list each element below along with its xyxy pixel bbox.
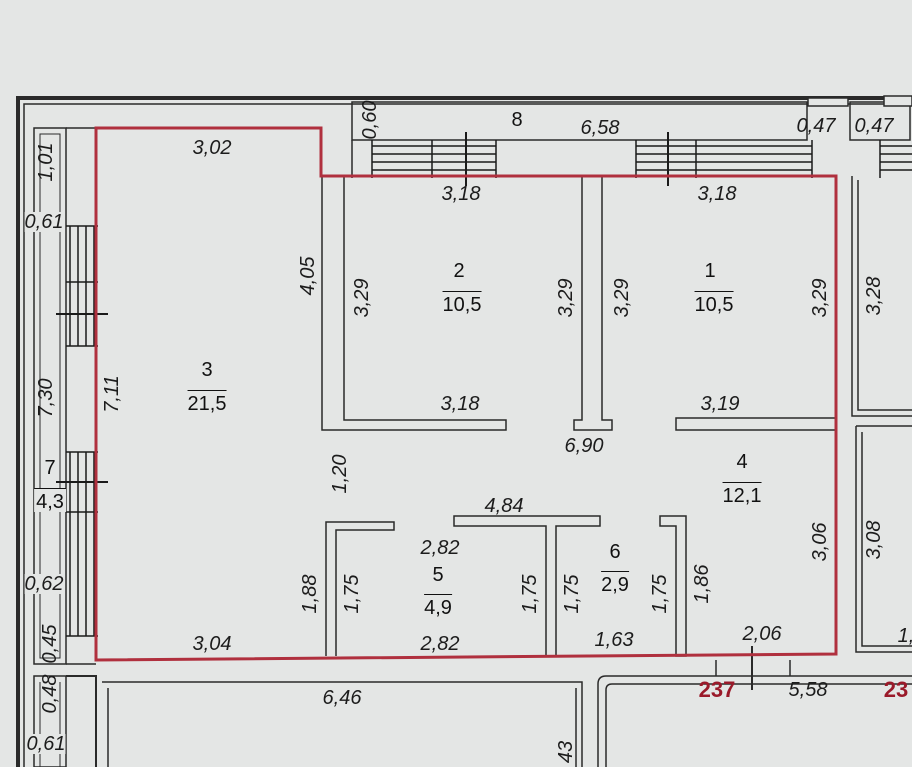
room-6-area: 2,9	[601, 571, 629, 595]
dim-label: 7,30	[35, 378, 57, 418]
dim-label: 0,60	[359, 100, 381, 140]
dim-label: 1,75	[561, 574, 583, 614]
dim-label: 3,28	[863, 276, 885, 316]
dim-label: 3,04	[192, 633, 232, 655]
room-4-area: 12,1	[722, 482, 762, 506]
dim-label: 2,06	[742, 623, 782, 645]
dim-label: 0,47	[796, 115, 836, 137]
room-7-area: 4,3	[34, 488, 66, 512]
dim-label: 0,48	[39, 674, 61, 714]
dim-label: 1,86	[691, 564, 713, 604]
room-3-number: 3	[201, 359, 213, 381]
window-top-right	[635, 132, 813, 186]
dim-label: 4,84	[484, 495, 524, 517]
dim-label: 1,63	[594, 629, 634, 651]
windows	[56, 132, 912, 637]
room-2-area: 10,5	[442, 291, 482, 315]
dim-label: 3,18	[697, 183, 737, 205]
room-5-number: 5	[432, 564, 444, 586]
room-5-area: 4,9	[424, 594, 452, 618]
dim-label: 0,62	[24, 573, 64, 595]
dim-label: 0,61	[24, 211, 64, 233]
dim-label: 3,18	[441, 183, 481, 205]
dim-label: 6,90	[564, 435, 604, 457]
window-top-far-right	[879, 140, 912, 178]
dim-label: 1,	[897, 625, 912, 647]
dim-label: 0,61	[26, 733, 66, 755]
dim-label: 43	[555, 740, 577, 764]
apartment-outline	[94, 126, 838, 662]
dim-label: 1,20	[329, 454, 351, 494]
dim-label: 3,29	[611, 278, 633, 318]
room-7-number: 7	[44, 457, 56, 479]
dim-label: 1,75	[341, 574, 363, 614]
dim-label: 1,75	[519, 574, 541, 614]
dim-label: 3,29	[351, 278, 373, 318]
window-left-lower	[56, 451, 108, 637]
dim-label: 7,11	[101, 375, 123, 413]
outer-walls	[16, 95, 912, 767]
room-1-area: 10,5	[694, 291, 734, 315]
dim-label: 4,05	[297, 256, 319, 296]
dim-label: 0,47	[854, 115, 894, 137]
dim-label: 0,45	[39, 624, 61, 664]
dim-label: 3,29	[809, 278, 831, 318]
room-2-number: 2	[453, 260, 465, 282]
room-4-number: 4	[736, 451, 748, 473]
room-1-number: 1	[704, 260, 716, 282]
dim-label: 1,88	[299, 574, 321, 614]
window-top-left	[371, 132, 497, 186]
apartment-number: 23	[883, 677, 909, 702]
dim-label: 3,29	[555, 278, 577, 318]
dim-label: 1,75	[649, 574, 671, 614]
room-3-area: 21,5	[187, 390, 227, 414]
dim-label: 6,58	[580, 117, 620, 139]
apartment-number: 237	[698, 677, 736, 702]
dim-label: 6,46	[322, 687, 362, 709]
dim-label: 3,06	[809, 522, 831, 562]
dim-label: 3,18	[440, 393, 480, 415]
dim-label: 3,02	[192, 137, 232, 159]
interior-walls	[102, 176, 912, 767]
dim-label: 5,58	[788, 679, 828, 701]
dim-label: 2,82	[420, 537, 460, 559]
dim-label: 2,82	[420, 633, 460, 655]
window-left-upper	[56, 225, 108, 347]
dim-label: 3,08	[863, 520, 885, 560]
dim-label: 1,01	[35, 142, 57, 182]
room-6-number: 6	[609, 541, 621, 563]
room-8-number: 8	[511, 109, 523, 131]
dim-label: 3,19	[700, 393, 740, 415]
